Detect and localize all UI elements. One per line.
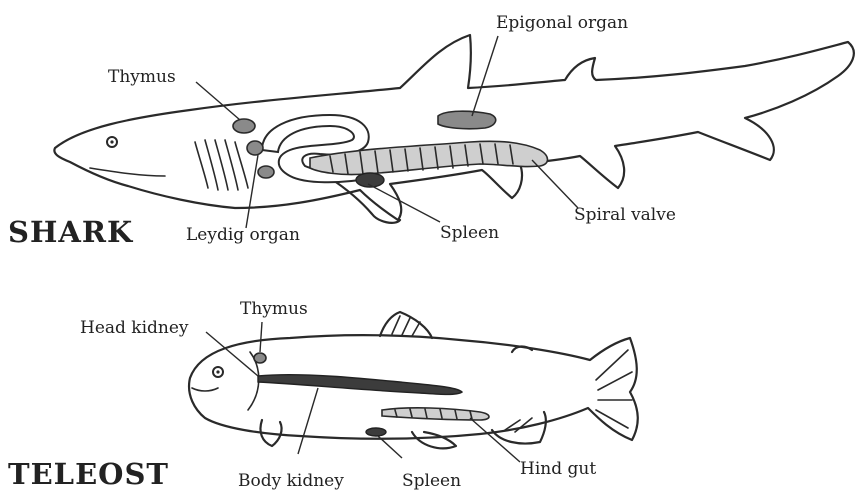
shark-illustration: [54, 35, 853, 223]
teleost-spleen: [366, 428, 386, 436]
teleost-pelvic-fin: [412, 432, 456, 448]
teleost-thymus: [254, 353, 266, 363]
teleost-label-spleen: Spleen: [402, 471, 461, 491]
shark-leydig-organ-upper: [247, 141, 263, 155]
shark-label-spiral-valve: Spiral valve: [574, 205, 676, 225]
teleost-label-thymus: Thymus: [240, 299, 308, 319]
teleost-hind-gut: [382, 408, 489, 420]
teleost-pupil: [216, 370, 219, 373]
shark-mouth-line: [90, 168, 165, 176]
teleost-title: TELEOST: [8, 457, 169, 491]
teleost-illustration: [189, 312, 638, 448]
shark-label-leydig-organ: Leydig organ: [186, 225, 300, 245]
shark-leydig-organ-lower: [258, 166, 274, 178]
shark-label-epigonal-organ: Epigonal organ: [496, 13, 628, 33]
shark-label-spleen: Spleen: [440, 223, 499, 243]
teleost-adipose-fin: [512, 346, 532, 352]
teleost-tail-rays: [596, 350, 632, 428]
shark-leader-lines: [196, 36, 578, 228]
shark-pupil: [110, 140, 113, 143]
shark-label-thymus: Thymus: [108, 67, 176, 87]
shark-thymus: [233, 119, 255, 133]
teleost-label-body-kidney: Body kidney: [238, 471, 344, 491]
shark-epigonal-organ: [438, 111, 496, 129]
shark-gill-slits: [195, 140, 248, 190]
teleost-leader-lines: [206, 322, 520, 462]
teleost-label-head-kidney: Head kidney: [80, 318, 189, 338]
teleost-label-hind-gut: Hind gut: [520, 459, 596, 479]
teleost-mouth: [192, 388, 218, 391]
teleost-body-kidney: [258, 375, 462, 395]
shark-title: SHARK: [8, 215, 134, 249]
